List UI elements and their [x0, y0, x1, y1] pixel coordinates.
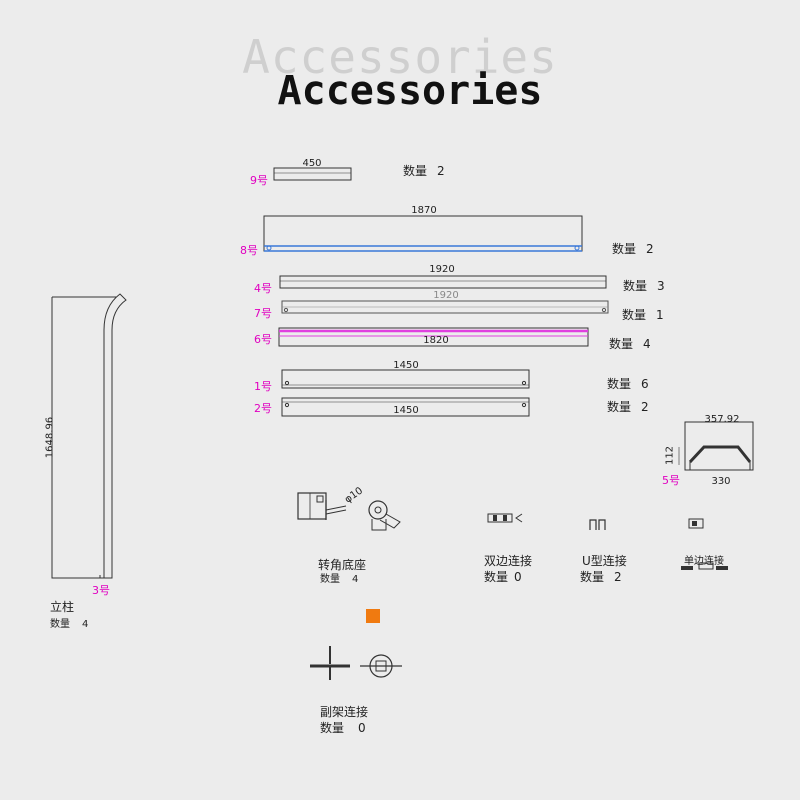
part-5-dimension-bottom: 330: [711, 476, 731, 487]
title-shadow: Accessories: [242, 30, 558, 84]
bar-2-dimension: 1450: [393, 405, 419, 416]
u-connector-qty-value: 2: [614, 570, 622, 584]
bar-6-quantity: 数量 4: [609, 335, 651, 352]
part-5-drawing: [678, 421, 754, 471]
bar-4-qty-value: 3: [657, 279, 665, 293]
bar-8-dimension: 1870: [411, 205, 437, 216]
double-connector-qty-value: 0: [514, 570, 522, 584]
part-5-dimension-top: 357.92: [704, 414, 740, 425]
bar-6-dimension: 1820: [423, 335, 449, 346]
bar-1-quantity: 数量 6: [607, 375, 649, 392]
bar-7-qty-value: 1: [656, 308, 664, 322]
corner-base-quantity: 数量 4: [320, 570, 358, 585]
bar-7-dimension: 1920: [433, 290, 459, 301]
bar-8-qty-value: 2: [646, 242, 654, 256]
bar-6-drawing: [278, 327, 589, 347]
bar-1-qty-label: 数量: [607, 377, 632, 391]
subframe-connector-qty-label: 数量: [320, 721, 345, 735]
subframe-connector-qty-value: 0: [358, 721, 366, 735]
column-label: 3号: [92, 584, 110, 597]
single-connector-name: 单边连接: [684, 556, 724, 567]
u-connector-drawing: [589, 519, 606, 530]
bar-6-label: 6号: [254, 333, 272, 346]
column-qty-label: 数量: [50, 619, 70, 630]
bar-9-quantity: 数量 2: [403, 162, 445, 179]
bar-4-label: 4号: [254, 282, 272, 295]
corner-base-drawing: [297, 492, 401, 531]
double-connector-drawing: [487, 513, 523, 523]
bar-9-label: 9号: [250, 174, 268, 187]
bar-1-qty-value: 6: [641, 377, 649, 391]
bar-6-qty-value: 4: [643, 337, 651, 351]
column-quantity: 数量 4: [50, 615, 88, 630]
bar-1-label: 1号: [254, 380, 272, 393]
corner-base-qty-label: 数量: [320, 574, 340, 585]
bar-8-label: 8号: [240, 244, 258, 257]
corner-base-qty-value: 4: [352, 574, 359, 585]
u-connector-qty-label: 数量: [580, 570, 605, 584]
subframe-connector-name: 副架连接: [320, 705, 369, 719]
bar-8-drawing: [263, 215, 583, 252]
bar-4-dimension: 1920: [429, 264, 455, 275]
bar-2-drawing: [281, 397, 530, 417]
page-title: Accessories: [277, 68, 543, 114]
bar-4-drawing: [279, 275, 607, 289]
double-connector-qty-label: 数量: [484, 570, 509, 584]
bar-2-qty-label: 数量: [607, 400, 632, 414]
bar-9-qty-label: 数量: [403, 164, 428, 178]
subframe-connector-drawing: [310, 646, 402, 680]
column-dimension: 1648.96: [44, 416, 56, 459]
column-qty-value: 4: [82, 619, 89, 630]
column-drawing: [51, 293, 127, 579]
part-5-label: 5号: [662, 474, 680, 487]
bar-1-dimension: 1450: [393, 360, 419, 371]
bar-2-qty-value: 2: [641, 400, 649, 414]
bar-7-drawing: [281, 300, 609, 314]
bar-4-quantity: 数量 3: [623, 277, 665, 294]
bar-9-dimension: 450: [302, 158, 322, 169]
corner-base-name: 转角底座: [318, 558, 367, 572]
bar-1-drawing: [281, 369, 530, 389]
bar-4-qty-label: 数量: [623, 279, 648, 293]
bar-2-label: 2号: [254, 402, 272, 415]
subframe-connector-quantity: 数量 0: [320, 719, 366, 736]
u-connector-name: U型连接: [582, 554, 627, 568]
bar-2-quantity: 数量 2: [607, 398, 649, 415]
bar-8-qty-label: 数量: [612, 242, 637, 256]
double-connector-quantity: 数量 0: [484, 568, 522, 585]
u-connector-quantity: 数量 2: [580, 568, 622, 585]
bar-9-qty-value: 2: [437, 164, 445, 178]
bar-6-qty-label: 数量: [609, 337, 634, 351]
bar-7-qty-label: 数量: [622, 308, 647, 322]
double-connector-name: 双边连接: [484, 554, 533, 568]
single-connector-drawing: [681, 518, 728, 570]
part-5-dimension-side: 112: [664, 445, 676, 466]
column-name: 立柱: [50, 600, 75, 614]
bar-7-quantity: 数量 1: [622, 306, 664, 323]
orange-square: [366, 609, 380, 623]
bar-7-label: 7号: [254, 307, 272, 320]
bar-9-drawing: [273, 167, 352, 181]
bar-8-quantity: 数量 2: [612, 240, 654, 257]
